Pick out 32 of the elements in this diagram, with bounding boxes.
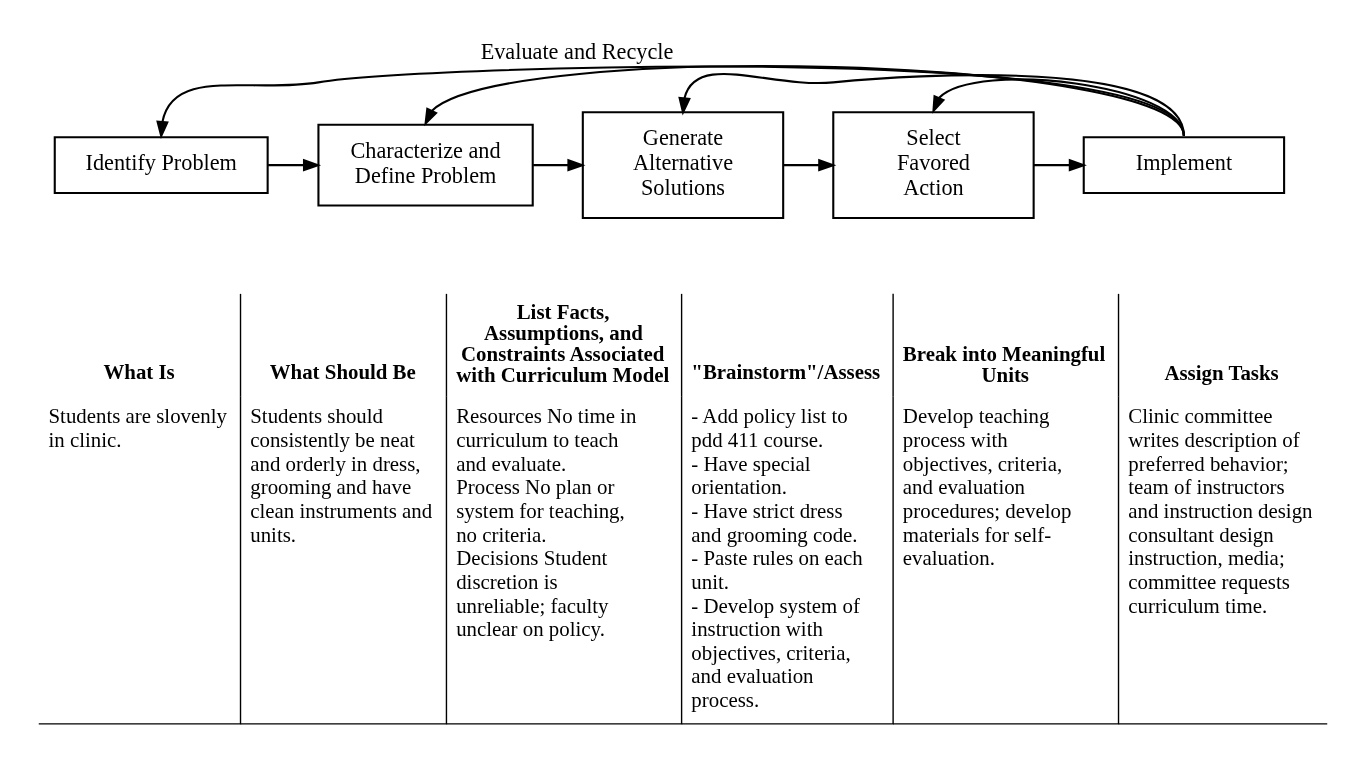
label: - Develop system of instruction with objectives, criteria, and evaluation process. <box>691 593 860 713</box>
label: - Add policy list to pdd 411 course. <box>691 404 848 452</box>
label: List Facts, Assumptions, and Constraints Associated with Curriculum Model <box>456 299 670 387</box>
arrow <box>533 158 586 172</box>
label: Process No plan or system for teaching, no criteria. <box>456 475 625 547</box>
arrow <box>932 78 1185 137</box>
arrow <box>1033 158 1087 172</box>
label: Develop teaching process with objectives, criteria, and evaluation procedures; develop materials for self-evaluation. <box>902 404 1072 571</box>
label: Decisions Student discretion is unreliable; faculty unclear on policy. <box>456 546 609 642</box>
node-box: Identify Problem <box>53 136 269 195</box>
label: Break into Meaningful Units <box>902 341 1106 387</box>
arrow <box>268 158 322 172</box>
arrow <box>783 158 837 172</box>
arrow <box>424 65 1185 137</box>
label: - Have strict dress and grooming code. <box>691 498 858 547</box>
label: Students should consistently be neat and orderly in dress, grooming and have clean instruments and units. <box>250 404 433 547</box>
label: What Is <box>103 359 175 384</box>
node-box: Select Favored Action <box>832 111 1035 220</box>
edge-label: Evaluate and Recycle <box>480 39 674 65</box>
label: "Brainstorm"/Assess <box>691 359 881 384</box>
label: Resources No time in curriculum to teach and evaluate. <box>456 404 637 476</box>
label: Students are slovenly in clinic. <box>48 404 227 452</box>
arrow <box>678 73 1185 137</box>
label: Assign Tasks <box>1164 361 1279 386</box>
node-box: Implement <box>1082 136 1286 195</box>
node-box: Characterize and Define Problem <box>317 123 534 207</box>
node-box: Generate Alternative Solutions <box>581 111 785 220</box>
label: Clinic committee writes description of preferred behavior; team of instructors and instruction design consultant design instruction, media; committee requests curriculum time. <box>1128 404 1313 618</box>
label: - Have special orientation. <box>691 451 811 500</box>
label: - Paste rules on each unit. <box>691 546 863 594</box>
label: What Should Be <box>269 359 416 384</box>
arrow <box>156 65 1185 140</box>
